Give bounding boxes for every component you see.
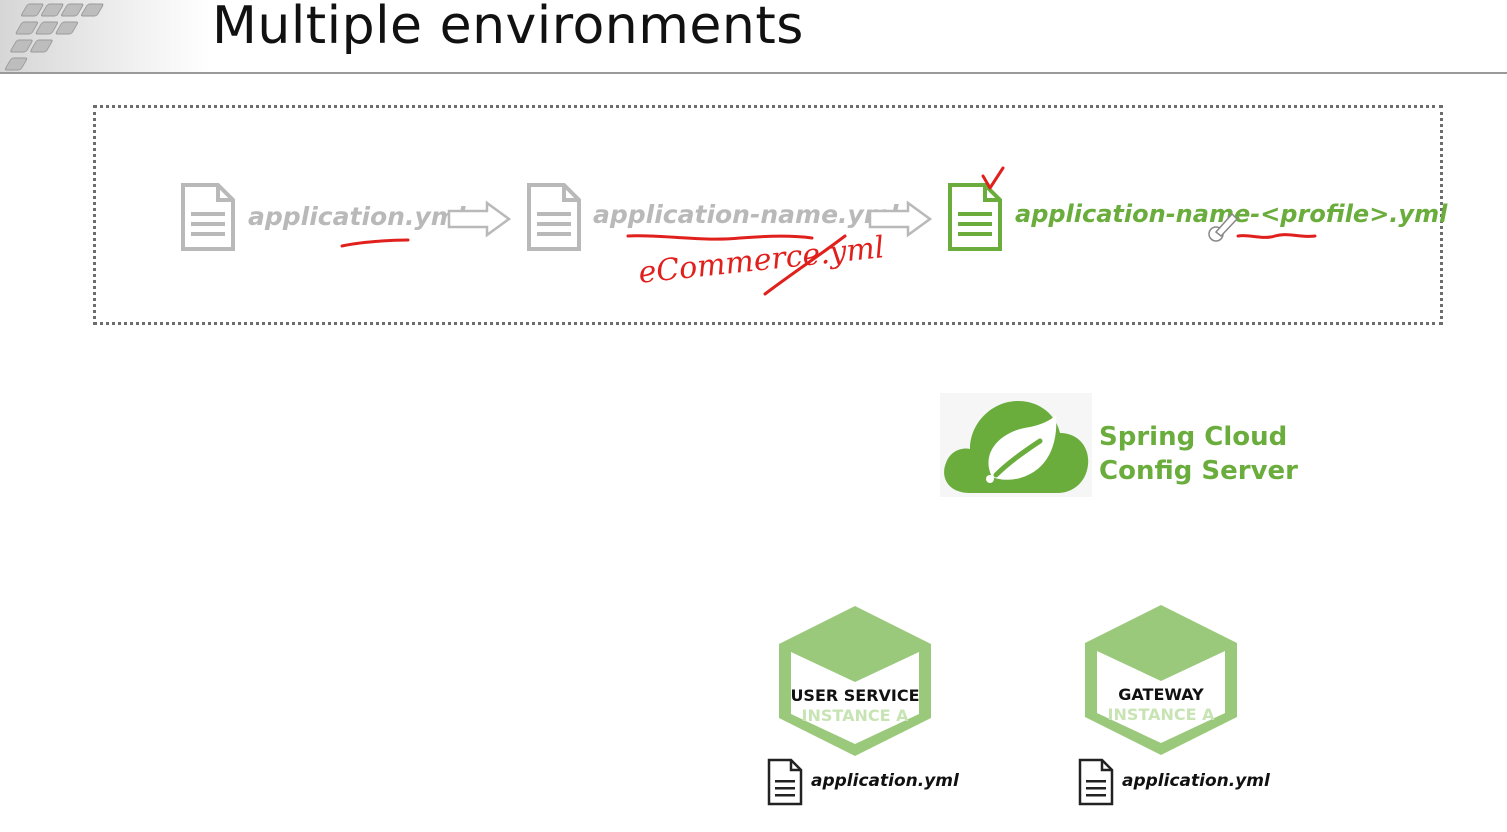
instance-sub: INSTANCE A [1107,705,1215,724]
document-icon [947,182,1003,257]
config-server-line-1: Spring Cloud [1099,422,1288,452]
flow-step-1-label: application.yml [248,202,466,231]
arrow-right-icon [447,200,512,242]
instance-card-user-service: USER SERVICE INSTANCE A [775,686,935,726]
hexagon-icon [1083,603,1239,762]
flow-step-2-label: application-name.yml [593,200,899,229]
instance-file-label: application.yml [1122,771,1270,791]
title-divider [0,72,1507,74]
flow-container [93,105,1443,325]
slide-title: Multiple environments [212,0,804,56]
hexagon-icon [777,604,933,763]
config-server-label: Spring Cloud Config Server [1099,420,1298,488]
instance-name: GATEWAY [1118,685,1204,704]
document-icon [1078,758,1114,811]
document-icon [767,758,803,811]
instance-sub: INSTANCE A [801,706,909,725]
instance-file-label: application.yml [811,771,959,791]
document-icon [526,182,582,257]
flow-step-3-label: application-name-<profile>.yml [1015,200,1448,228]
config-server-line-2: Config Server [1099,456,1298,486]
instance-name: USER SERVICE [790,686,920,705]
document-icon [180,182,236,257]
keyboard-image [0,0,210,72]
instance-card-gateway: GATEWAY INSTANCE A [1081,685,1241,725]
spring-cloud-logo [940,393,1092,502]
arrow-right-icon [868,200,933,242]
